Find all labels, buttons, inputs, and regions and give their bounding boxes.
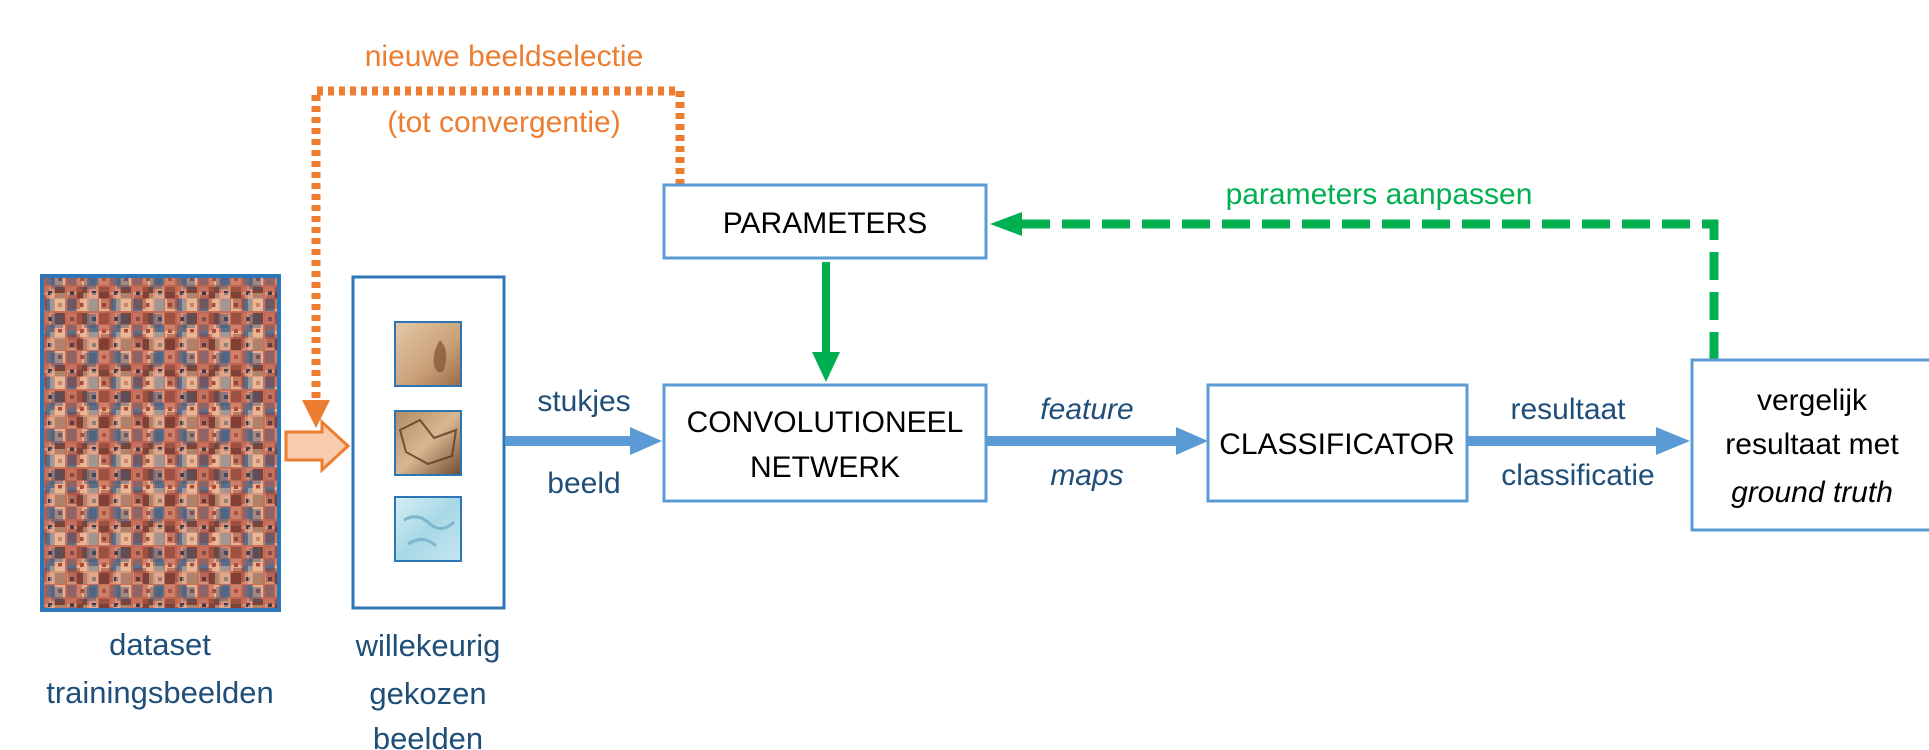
compare-ground-truth-box: vergelijk resultaat met ground truth [1690, 358, 1929, 532]
label-resultaat: resultaat [1510, 393, 1626, 426]
parameters-to-network-arrow [812, 262, 840, 382]
label-tot-convergentie: (tot convergentie) [387, 106, 620, 139]
classifier-to-compare-arrow [1468, 427, 1690, 455]
label-feature: feature [1040, 393, 1133, 426]
label-nieuwe-beeldselectie: nieuwe beeldselectie [365, 40, 644, 73]
random-selection-box [351, 275, 506, 610]
label-classificatie: classificatie [1501, 459, 1654, 492]
convolutional-network-box: CONVOLUTIONEEL NETWERK [662, 383, 988, 503]
label-trainingsbeelden: trainingsbeelden [46, 675, 274, 710]
compare-label-line1: vergelijk [1757, 384, 1868, 417]
image-patch-1 [394, 321, 462, 387]
classifier-box: CLASSIFICATOR [1206, 383, 1469, 503]
parameter-update-loop [990, 212, 1719, 360]
classifier-box-label: CLASSIFICATOR [1219, 428, 1455, 461]
compare-label-line3: ground truth [1731, 476, 1893, 509]
label-maps: maps [1050, 459, 1123, 492]
label-willekeurig: willekeurig [355, 628, 501, 663]
label-beelden: beelden [373, 721, 483, 750]
label-beeld: beeld [547, 467, 620, 500]
image-patch-3 [394, 496, 462, 562]
label-gekozen: gekozen [369, 676, 486, 711]
dataset-image-grid [40, 274, 281, 612]
label-parameters-aanpassen: parameters aanpassen [1226, 178, 1533, 211]
new-selection-loop-arrowhead [302, 400, 330, 428]
compare-label-line2: resultaat met [1725, 428, 1899, 461]
label-stukjes: stukjes [537, 385, 630, 418]
new-selection-loop [302, 86, 685, 428]
new-selection-loop-line [311, 86, 685, 400]
label-dataset: dataset [109, 627, 211, 662]
dataset-to-selection-arrow [284, 418, 351, 474]
convolutional-network-label-line2: NETWERK [750, 451, 900, 484]
parameter-update-loop-arrowhead [990, 212, 1022, 236]
parameters-box: PARAMETERS [662, 183, 988, 260]
network-to-classifier-arrow [987, 427, 1208, 455]
patches-to-network-arrow [505, 427, 662, 455]
image-patch-2 [394, 410, 462, 476]
convolutional-network-label-line1: CONVOLUTIONEEL [687, 406, 964, 439]
parameters-box-label: PARAMETERS [723, 207, 927, 240]
parameter-update-loop-line [1020, 219, 1719, 360]
